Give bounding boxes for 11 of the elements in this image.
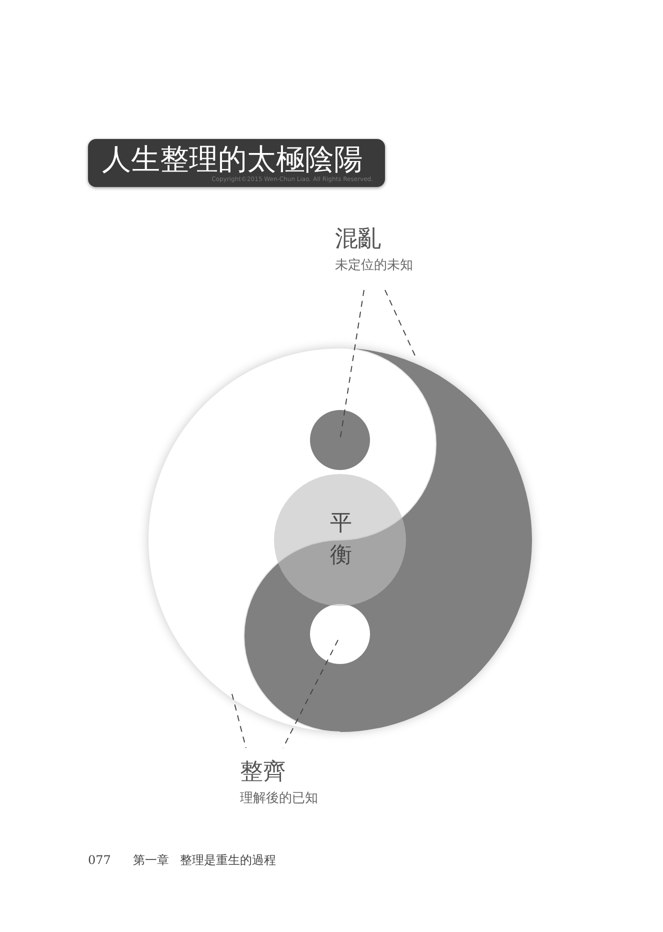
subheading: 理解後的已知 [240, 790, 318, 808]
leader-line [282, 640, 338, 748]
title: 人生整理的太極陰陽 [102, 141, 363, 176]
heading: 整齊 [240, 758, 286, 787]
subheading: 未定位的未知 [335, 257, 413, 275]
chapter-number: 第一章 [133, 852, 169, 868]
center-label: 平衡 [329, 510, 353, 570]
heading: 混亂 [335, 225, 381, 254]
chapter-title: 整理是重生的過程 [180, 852, 276, 868]
leader-line [232, 694, 246, 748]
page-number: 077 [88, 852, 111, 868]
